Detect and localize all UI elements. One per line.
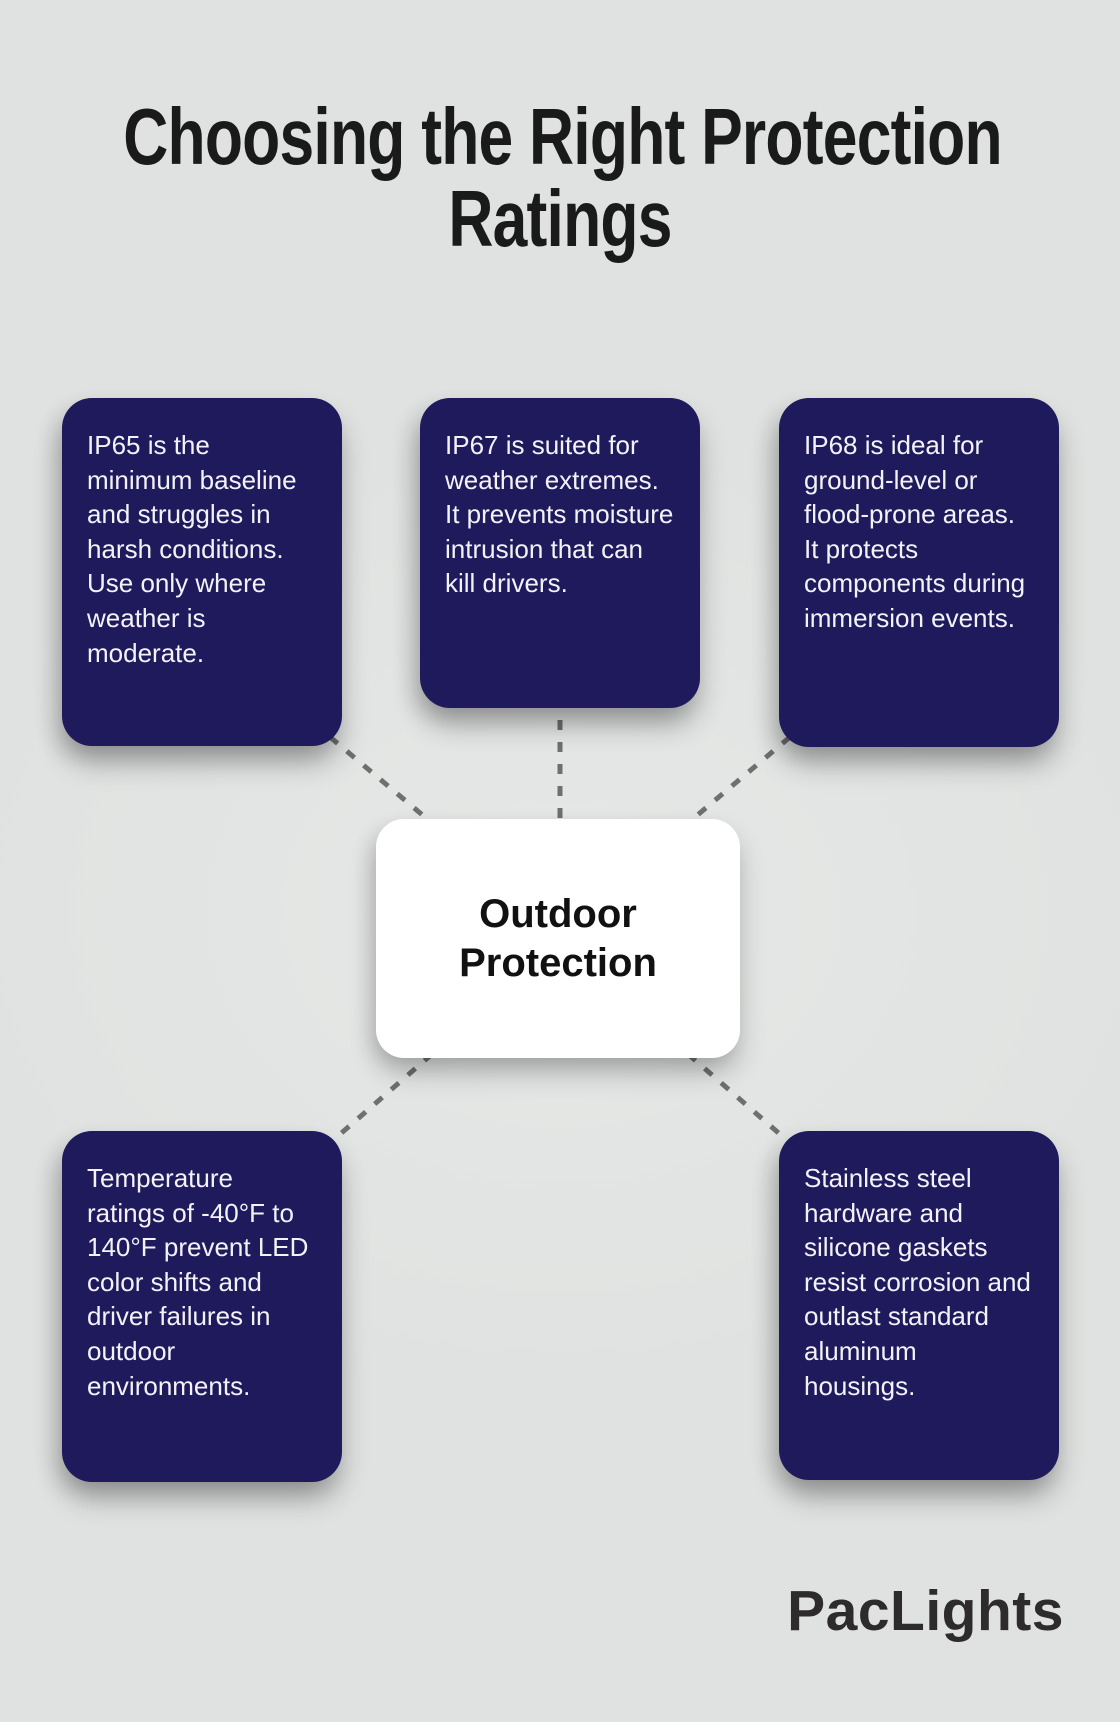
info-card-ip68: IP68 is ideal for ground-level or flood-… bbox=[779, 398, 1059, 747]
info-card-temperature-text: Temperature ratings of -40°F to 140°F pr… bbox=[87, 1163, 309, 1401]
info-card-ip65-text: IP65 is the minimum baseline and struggl… bbox=[87, 430, 297, 668]
info-card-temperature: Temperature ratings of -40°F to 140°F pr… bbox=[62, 1131, 342, 1482]
connector-line-center-materials bbox=[686, 1052, 792, 1145]
page-title: Choosing the Right Protection Ratings bbox=[123, 92, 1002, 264]
info-card-materials: Stainless steel hardware and silicone ga… bbox=[779, 1131, 1059, 1480]
page-title-line1: Choosing the Right Protection bbox=[123, 92, 1002, 181]
connector-line-ip68-center bbox=[686, 735, 792, 825]
center-node-label: Outdoor Protection bbox=[459, 891, 657, 985]
paclights-logo: PacLights bbox=[787, 1579, 1064, 1643]
info-card-ip65: IP65 is the minimum baseline and struggl… bbox=[62, 398, 342, 746]
info-card-ip68-text: IP68 is ideal for ground-level or flood-… bbox=[804, 430, 1026, 633]
info-card-materials-text: Stainless steel hardware and silicone ga… bbox=[804, 1163, 1031, 1401]
center-node: Outdoor Protection bbox=[376, 819, 740, 1058]
page-title-line2: Ratings bbox=[448, 174, 672, 264]
connector-line-ip65-center bbox=[328, 735, 434, 825]
info-card-ip67: IP67 is suited for weather extremes. It … bbox=[420, 398, 700, 708]
connector-line-center-temperature bbox=[328, 1052, 434, 1145]
info-card-ip67-text: IP67 is suited for weather extremes. It … bbox=[445, 430, 674, 599]
